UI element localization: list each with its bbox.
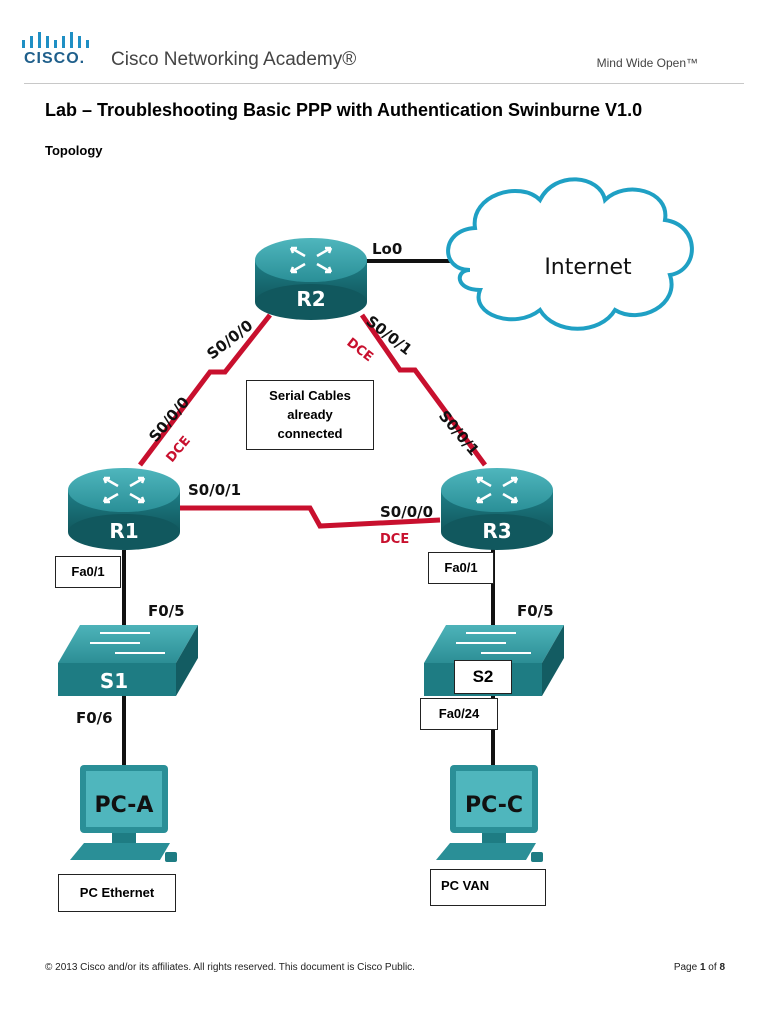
r1-label: R1 [109,519,138,543]
tagline: Mind Wide Open™ [596,56,698,70]
page-number: Page 1 of 8 [674,962,725,973]
router-r3-icon: R3 [441,468,553,550]
serial-note-line-1: Serial Cables [269,388,351,403]
router-r1-icon: R1 [68,468,180,550]
cisco-logo-bars-icon [22,32,89,48]
pc-c-icon: PC-C [436,765,543,862]
page-total: 8 [719,962,725,973]
pc-a-label: PC-A [95,793,154,818]
academy-name: Cisco Networking Academy® [111,49,357,70]
page-footer: © 2013 Cisco and/or its affiliates. All … [45,962,725,973]
header-divider [24,83,744,84]
page-header: CISCO. Cisco Networking Academy® Mind Wi… [0,0,768,90]
pc-c-label: PC-C [465,793,523,818]
r2-lo0-label: Lo0 [372,240,402,258]
r3-label: R3 [482,519,511,543]
topology-svg: Internet R2 R1 R3 [58,177,694,862]
page-of: of [705,962,720,973]
serial-cables-note: Serial Cables already connected [246,380,374,450]
pc-c-name-label: PC VAN [430,869,546,906]
r1-s001-label: S0/0/1 [188,481,241,499]
switch-s1-icon: S1 [58,625,198,696]
topology-diagram: Internet R2 R1 R3 [0,160,768,940]
r3-fa01-label: Fa0/1 [428,552,494,584]
r1-dce-label: DCE [164,434,194,466]
r2-r3-serial-link [359,313,488,467]
s2-label: S2 [454,660,512,694]
r3-s001-label: S0/0/1 [435,407,483,459]
s1-label: S1 [100,669,128,693]
r1-r2-serial-link [138,313,272,467]
r3-s000-label: S0/0/0 [380,503,433,521]
serial-note-line-2: already [287,407,333,422]
internet-cloud-icon: Internet [446,177,694,331]
section-heading-topology: Topology [45,143,103,158]
serial-note-line-3: connected [277,426,343,441]
s1-f06-label: F0/6 [76,709,113,727]
r3-dce-label: DCE [380,532,409,547]
copyright-text: © 2013 Cisco and/or its affiliates. All … [45,962,415,973]
pc-a-icon: PC-A [70,765,177,862]
document-title: Lab – Troubleshooting Basic PPP with Aut… [45,100,643,120]
router-r2-icon: R2 [255,238,367,320]
r2-label: R2 [296,287,325,311]
s1-f05-label: F0/5 [148,602,185,620]
internet-label: Internet [544,255,632,280]
page-current: 1 [699,962,706,973]
page-prefix: Page [673,962,700,973]
r1-fa01-label: Fa0/1 [55,556,121,588]
s2-f05-label: F0/5 [517,602,554,620]
s2-fa024-label: Fa0/24 [420,698,498,730]
cisco-logo-word: CISCO. [24,50,86,67]
r2-dce-label: DCE [344,335,376,365]
r1-r3-serial-link [180,505,441,529]
pc-a-name-label: PC Ethernet [58,874,176,912]
